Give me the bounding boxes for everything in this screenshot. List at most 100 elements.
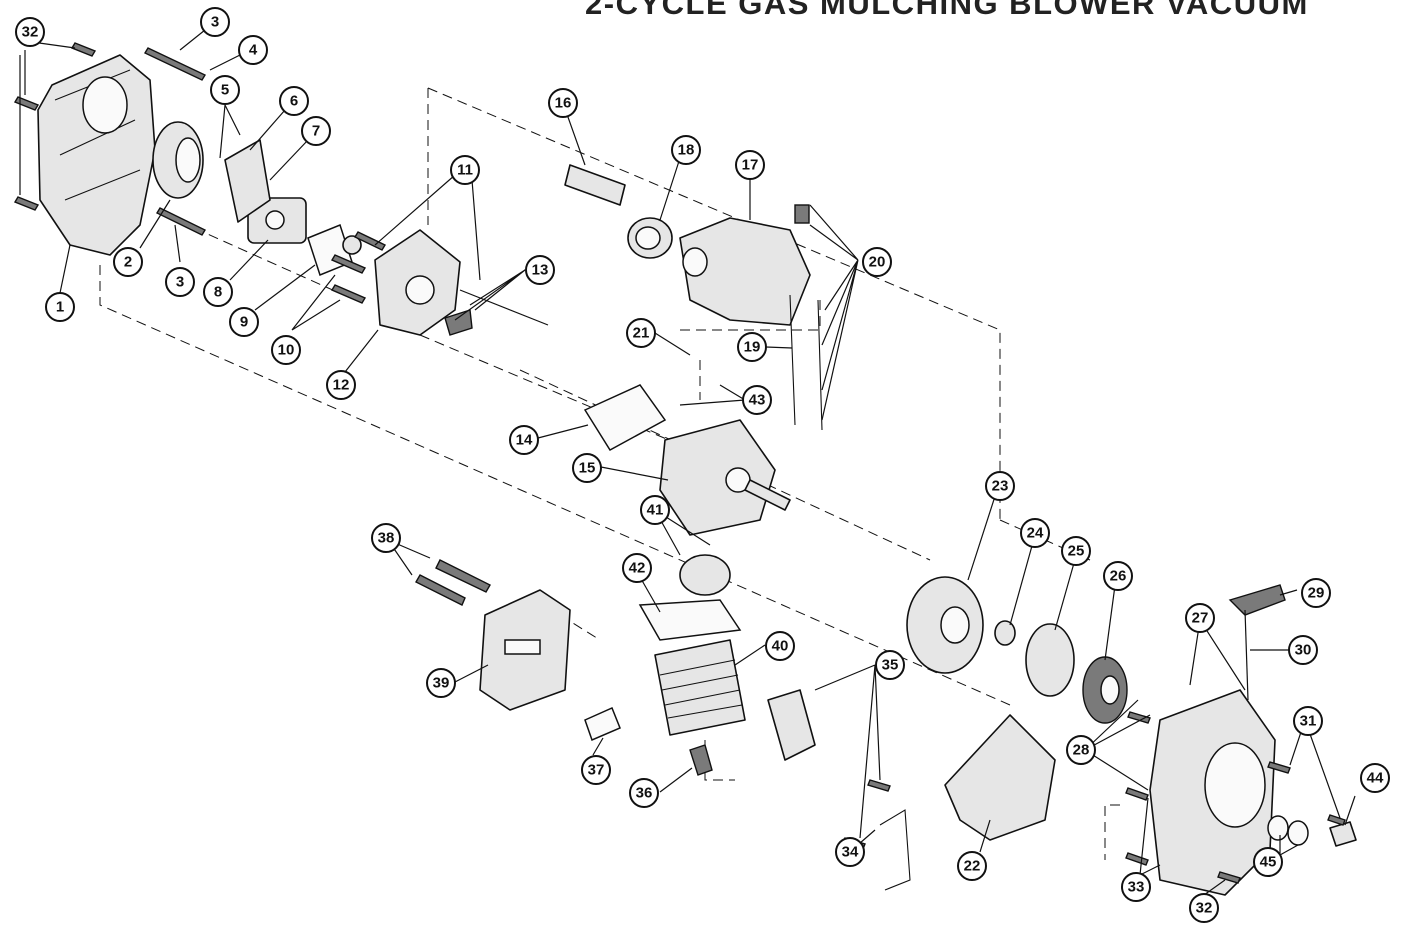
svg-text:35: 35 [882,657,899,674]
callout-35: 35 [875,650,905,680]
engine-case [659,419,791,536]
screws [13,42,1346,884]
svg-text:38: 38 [378,530,395,547]
fan-guard [944,714,1056,841]
callouts: 1 2 3 3 4 5 6 7 8 9 10 11 12 13 14 15 16… [15,7,1390,923]
flywheel [906,576,984,674]
svg-text:14: 14 [516,432,533,449]
svg-text:2: 2 [124,254,132,271]
svg-text:44: 44 [1367,770,1384,787]
callout-12: 12 [326,370,356,400]
svg-text:10: 10 [278,342,295,359]
callout-23: 23 [985,471,1015,501]
callout-4: 4 [238,35,268,65]
recoil-spring [1082,656,1128,724]
callout-39: 39 [426,668,456,698]
primer-bulb [342,235,362,255]
svg-text:9: 9 [240,314,248,331]
callout-8: 8 [203,277,233,307]
svg-text:16: 16 [555,95,572,112]
callout-16: 16 [548,88,578,118]
starter-pulley [1025,623,1075,697]
callout-3-top: 3 [200,7,230,37]
nut-and-washers [1267,815,1357,847]
callout-21: 21 [626,318,656,348]
svg-text:8: 8 [214,284,222,301]
spacer [994,620,1016,646]
svg-text:34: 34 [842,844,859,861]
callout-44: 44 [1360,763,1390,793]
svg-text:22: 22 [964,858,981,875]
svg-text:28: 28 [1073,742,1090,759]
callout-26: 26 [1103,561,1133,591]
callout-5: 5 [210,75,240,105]
callout-7: 7 [301,116,331,146]
page-title: 2-CYCLE GAS MULCHING BLOWER VACUUM [585,0,1309,21]
svg-text:29: 29 [1308,585,1325,602]
svg-text:31: 31 [1300,713,1317,730]
svg-text:37: 37 [588,762,605,779]
svg-text:18: 18 [678,142,695,159]
svg-text:23: 23 [992,478,1009,495]
cylinder-gasket [638,599,742,641]
svg-text:33: 33 [1128,879,1145,896]
callout-15: 15 [572,453,602,483]
callout-45: 45 [1253,847,1283,877]
callout-32-top: 32 [15,17,45,47]
svg-text:1: 1 [56,299,64,316]
starter-housing [1149,689,1276,896]
callout-29: 29 [1301,578,1331,608]
svg-text:25: 25 [1068,543,1085,560]
svg-text:5: 5 [221,82,229,99]
svg-text:11: 11 [457,162,473,179]
callout-37: 37 [581,755,611,785]
engine-gasket [583,384,667,451]
bracket-plate [444,309,473,336]
callout-41: 41 [640,495,670,525]
svg-text:42: 42 [629,560,646,577]
svg-text:41: 41 [647,502,664,519]
callout-14: 14 [509,425,539,455]
callout-43: 43 [742,385,772,415]
wire-harness [879,809,911,891]
cylinder [654,639,746,736]
svg-text:15: 15 [579,460,596,477]
leader-lines [19,29,1356,896]
callout-32-bottom: 32 [1189,893,1219,923]
callout-10: 10 [271,335,301,365]
ignition-module [767,689,816,761]
starter-handle [1228,584,1286,701]
fuel-cap [627,217,673,259]
svg-text:32: 32 [22,24,39,41]
carburetor [224,139,307,244]
svg-text:26: 26 [1110,568,1127,585]
svg-text:24: 24 [1027,525,1044,542]
svg-text:3: 3 [176,274,184,291]
callout-34: 34 [835,837,865,867]
crankcase-housing [374,229,461,336]
svg-text:19: 19 [744,339,761,356]
svg-text:39: 39 [433,675,450,692]
callout-9: 9 [229,307,259,337]
air-filter-element [152,121,204,199]
svg-text:20: 20 [869,254,886,271]
callout-31: 31 [1293,706,1323,736]
callout-22: 22 [957,851,987,881]
shaft-rod [459,289,549,326]
callout-27: 27 [1185,603,1215,633]
svg-text:43: 43 [749,392,766,409]
callout-40: 40 [765,631,795,661]
svg-text:6: 6 [290,93,298,110]
svg-text:36: 36 [636,785,653,802]
callout-42: 42 [622,553,652,583]
svg-text:27: 27 [1192,610,1209,627]
piston [679,554,731,596]
svg-text:7: 7 [312,123,320,140]
grommet [564,164,626,206]
muffler-bolts [415,559,491,606]
callout-3-bottom: 3 [165,267,195,297]
callout-17: 17 [735,150,765,180]
svg-text:30: 30 [1295,642,1312,659]
muffler [479,589,571,711]
muffler-gasket [584,706,621,742]
